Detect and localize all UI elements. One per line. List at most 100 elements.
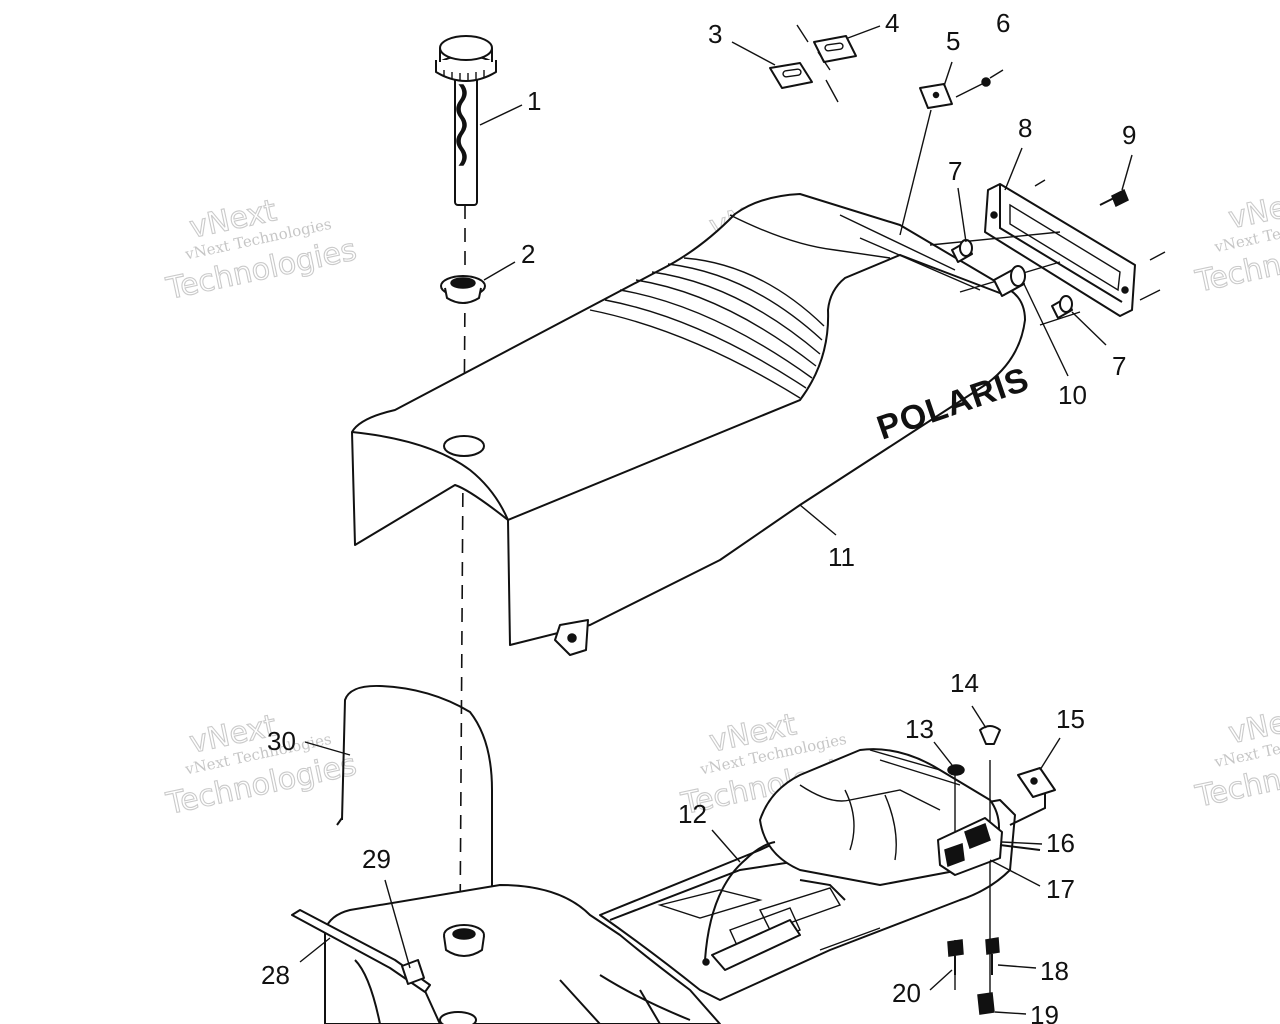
leader-line-12	[711, 829, 741, 863]
leader-line-7a	[957, 187, 967, 243]
callout-13: 13	[905, 714, 934, 744]
plate-part-4	[813, 35, 857, 63]
regulator-part-16	[937, 817, 1003, 876]
callout-7-lower: 7	[1112, 351, 1126, 381]
tank-contour	[559, 979, 661, 1024]
tunnel-panel	[759, 887, 842, 931]
leader-line-18	[997, 964, 1037, 969]
leader-line-13	[933, 741, 953, 766]
grommet-face	[1059, 295, 1073, 313]
cable-part-30	[341, 684, 493, 905]
seat-stripe	[635, 279, 817, 367]
regulator-block	[944, 842, 965, 868]
assembly-axis-lower	[459, 469, 464, 931]
bracket-hole	[990, 211, 998, 219]
cap-top	[439, 35, 493, 61]
callout-3: 3	[708, 19, 722, 49]
fuel-cap-with-gauge-part	[435, 35, 497, 206]
wire-part-17	[999, 844, 1041, 851]
cap-skirt	[435, 60, 497, 82]
callout-8: 8	[1018, 113, 1032, 143]
callout-28: 28	[261, 960, 290, 990]
grommet-hole	[450, 277, 476, 289]
screw-head	[981, 77, 991, 87]
screw-part-6	[955, 69, 1004, 98]
tank-fitting	[439, 1011, 477, 1024]
plug-part-14	[979, 725, 1001, 745]
callout-14: 14	[950, 668, 979, 698]
seat-stripe	[651, 271, 821, 355]
tunnel-bracket	[799, 879, 846, 901]
clamp-part-29	[401, 959, 425, 985]
cap-knurling	[443, 70, 485, 80]
callout-labels: 1 2 3 4 5 6 7 7 8 9 10 11 12 13 14 15 16…	[261, 8, 1136, 1024]
tab-hole	[567, 633, 577, 643]
callout-11: 11	[828, 542, 855, 572]
leader-line-10	[1023, 283, 1069, 377]
leader-line-16	[1001, 841, 1043, 845]
plate-slot	[824, 42, 844, 52]
callout-7-upper: 7	[948, 156, 962, 186]
screw-head	[1111, 188, 1129, 208]
seat-stripe	[619, 289, 813, 379]
seat-stripe	[604, 299, 807, 389]
callout-15: 15	[1056, 704, 1085, 734]
cable-end	[702, 958, 710, 966]
screw-leader	[955, 69, 1004, 98]
bracket-edge-lines	[1034, 179, 1166, 301]
bulb-face	[1010, 265, 1026, 287]
leader-line-11	[799, 504, 837, 536]
screw-part-18	[985, 937, 1000, 975]
seat-fill-hole	[443, 435, 485, 457]
seat-rear-contour	[839, 214, 981, 291]
leader-line-20	[929, 969, 953, 991]
strap-body	[291, 909, 431, 993]
nut-part-13	[947, 764, 965, 776]
watermark-bottom-left: vNext vNext Technologies Technologies	[162, 708, 360, 823]
plate-part-3	[769, 62, 813, 89]
leader-line-30	[304, 741, 351, 756]
tank-filler-opening	[452, 928, 476, 940]
seat-top-edge	[507, 253, 1006, 521]
leader-line-8	[1004, 147, 1023, 191]
leader-line-7b	[1071, 311, 1107, 346]
strap-part-28	[291, 909, 431, 993]
plug-body	[979, 725, 1001, 745]
seat-rear-contour	[729, 214, 891, 259]
plate-part-5	[919, 83, 953, 109]
leader-lines	[299, 25, 1133, 1015]
leader-line-19	[994, 1011, 1027, 1015]
seat-stripe	[667, 263, 823, 341]
seat-stripe	[589, 309, 801, 399]
callout-10: 10	[1058, 380, 1087, 410]
bracket-arm	[1009, 793, 1046, 826]
taillight-bracket-part	[984, 179, 1166, 317]
watermark-top-left: vNext vNext Technologies Technologies	[162, 193, 360, 308]
callout-12: 12	[678, 799, 707, 829]
cap-edge	[439, 48, 493, 62]
nut-body	[947, 764, 965, 776]
grommet-face	[959, 239, 973, 257]
callout-2: 2	[521, 239, 535, 269]
cable-end	[336, 817, 343, 826]
leader-line-2	[483, 261, 516, 281]
screw-head	[977, 992, 995, 1015]
tunnel-plate	[711, 919, 801, 971]
leader-line-29	[384, 879, 411, 969]
clamp-body	[401, 959, 425, 985]
airbox-rib	[869, 749, 961, 786]
screw-part-20	[947, 939, 964, 975]
grommet-part	[440, 275, 486, 304]
screw-part-19	[977, 992, 995, 1015]
grommet-body	[444, 287, 482, 304]
grommet-part-7-upper	[951, 239, 973, 263]
bracket-inner	[999, 184, 1123, 303]
gauge-spiral	[456, 84, 467, 166]
tank-contour	[354, 959, 381, 1024]
callout-9: 9	[1122, 120, 1136, 150]
leader-line-28	[299, 937, 331, 963]
leader-line-3	[731, 41, 776, 66]
screw-part-9	[1099, 188, 1129, 208]
